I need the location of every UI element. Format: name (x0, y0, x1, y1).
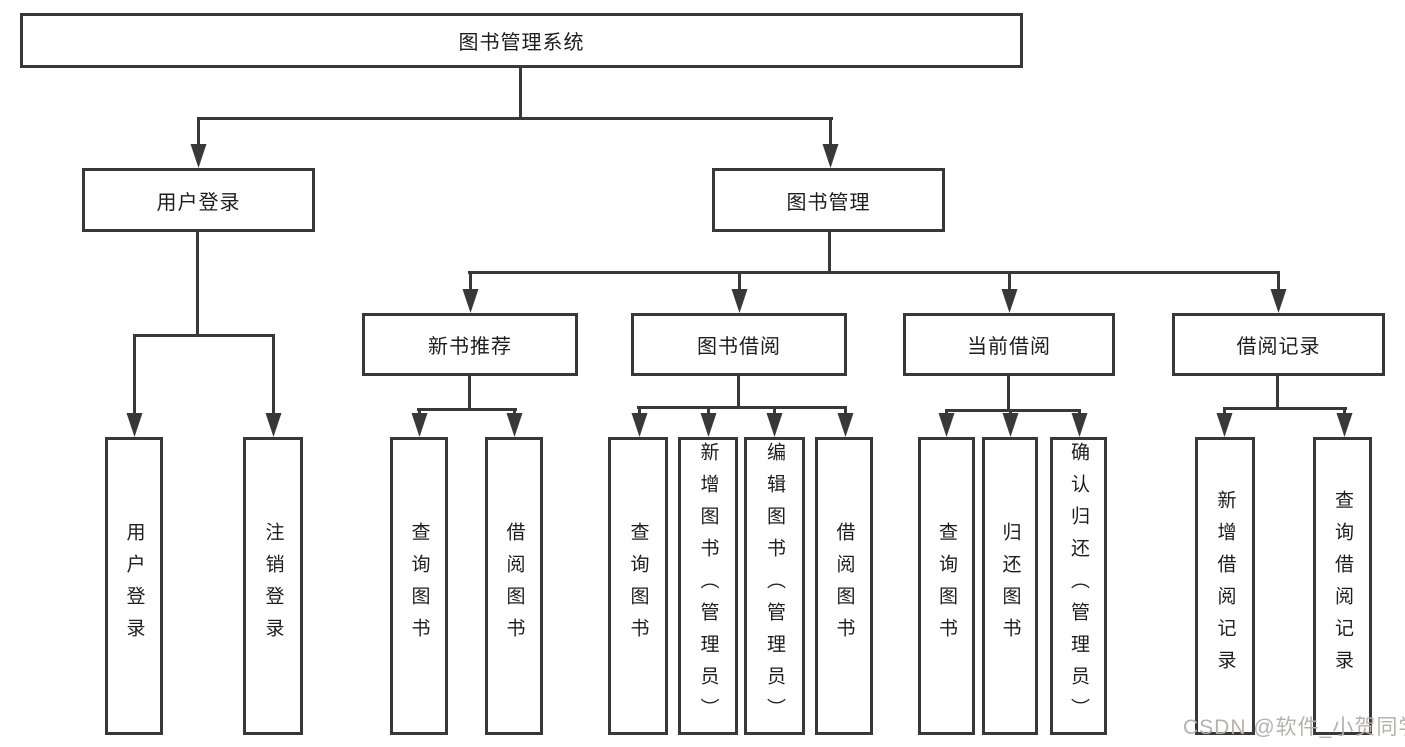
connector-line (1276, 376, 1279, 409)
connector-arrow-down (822, 117, 839, 168)
connector-arrow-down (1270, 271, 1287, 313)
connector-line (468, 376, 471, 410)
connector-arrow-down (766, 406, 783, 437)
connector-arrow-down (1002, 409, 1019, 437)
node-library-management-system: 图书管理系统 (20, 13, 1023, 68)
connector-arrow-down (731, 271, 748, 313)
leaf-query-books-recommend: 查询图书 (390, 437, 448, 735)
node-book-borrow: 图书借阅 (631, 313, 847, 376)
connector-line (1223, 407, 1347, 410)
connector-arrow-down (1216, 407, 1233, 437)
connector-arrow-down (462, 271, 479, 313)
leaf-query-books-current: 查询图书 (918, 437, 975, 735)
connector-line (828, 232, 831, 273)
connector-arrow-down (631, 406, 648, 437)
connector-arrow-down (1336, 407, 1353, 437)
connector-line (468, 271, 1280, 274)
node-new-book-recommend: 新书推荐 (362, 313, 578, 376)
leaf-user-login: 用户登录 (105, 437, 163, 735)
leaf-return-book: 归还图书 (982, 437, 1038, 735)
node-borrow-records: 借阅记录 (1172, 313, 1385, 376)
connector-line (196, 232, 199, 336)
leaf-add-borrow-record: 新增借阅记录 (1195, 437, 1255, 735)
connector-arrow-down (190, 117, 207, 168)
connector-line (133, 334, 275, 337)
leaf-borrow-books: 借阅图书 (815, 437, 873, 735)
node-user-login: 用户登录 (82, 168, 315, 232)
leaf-query-borrow-record: 查询借阅记录 (1313, 437, 1372, 735)
leaf-borrow-books-recommend: 借阅图书 (485, 437, 543, 735)
leaf-confirm-return-admin: 确认归还（管理员） (1050, 437, 1107, 735)
connector-line (197, 117, 833, 120)
connector-line (519, 68, 522, 118)
leaf-query-books-borrow: 查询图书 (608, 437, 668, 735)
connector-arrow-down (126, 334, 143, 437)
connector-line (637, 406, 847, 409)
leaf-edit-book-admin: 编辑图书（管理员） (744, 437, 805, 735)
connector-arrow-down (1071, 409, 1088, 437)
connector-line (417, 408, 517, 411)
connector-arrow-down (938, 409, 955, 437)
watermark: CSDN @软件_小贺同学 (1183, 716, 1405, 739)
connector-line (737, 376, 740, 408)
connector-arrow-down (411, 408, 428, 437)
node-book-management: 图书管理 (712, 168, 945, 232)
connector-arrow-down (1001, 271, 1018, 313)
connector-line (1007, 376, 1010, 411)
connector-arrow-down (506, 408, 523, 437)
connector-arrow-down (700, 406, 717, 437)
connector-arrow-down (265, 334, 282, 437)
connector-arrow-down (837, 406, 854, 437)
leaf-add-book-admin: 新增图书（管理员） (678, 437, 738, 735)
leaf-logout: 注销登录 (243, 437, 303, 735)
node-current-borrow: 当前借阅 (903, 313, 1115, 376)
